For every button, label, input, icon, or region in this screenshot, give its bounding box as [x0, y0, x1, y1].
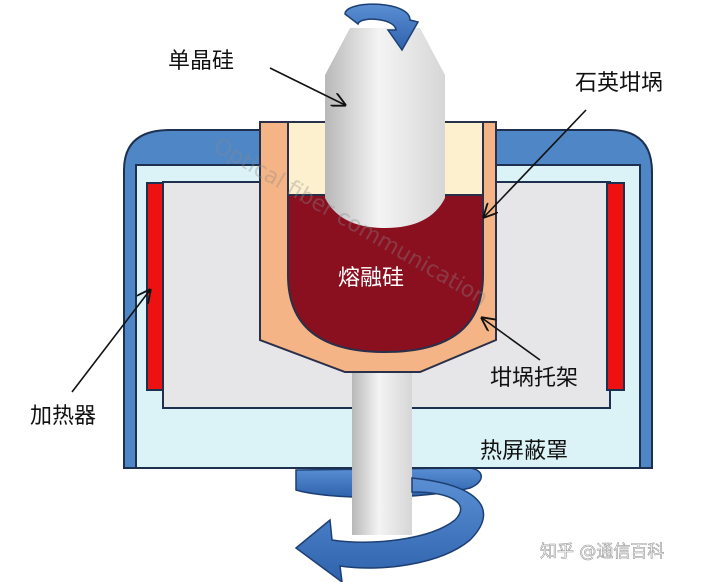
single-crystal-pointer — [269, 67, 345, 105]
label-crucible-holder: 坩埚托架 — [490, 366, 578, 391]
label-heater: 加热器 — [30, 404, 96, 429]
label-single-crystal: 单晶硅 — [168, 49, 234, 74]
heater-pointer — [71, 290, 150, 393]
label-quartz-crucible: 石英坩埚 — [575, 71, 663, 96]
source-watermark: 知乎 @通信百科 — [540, 542, 664, 562]
label-molten-silicon: 熔融硅 — [338, 266, 404, 291]
crucible-holder-pointer — [482, 318, 541, 361]
heater-left — [146, 182, 164, 391]
bottom-rotation-arrow — [294, 477, 485, 582]
single-crystal-ingot — [325, 28, 445, 228]
heater-right — [606, 182, 625, 391]
quartz-crucible-pointer — [484, 109, 587, 217]
top-rotation-arrow — [344, 3, 420, 52]
molten-silicon — [287, 194, 484, 354]
label-heat-shield: 热屏蔽罩 — [480, 439, 568, 464]
